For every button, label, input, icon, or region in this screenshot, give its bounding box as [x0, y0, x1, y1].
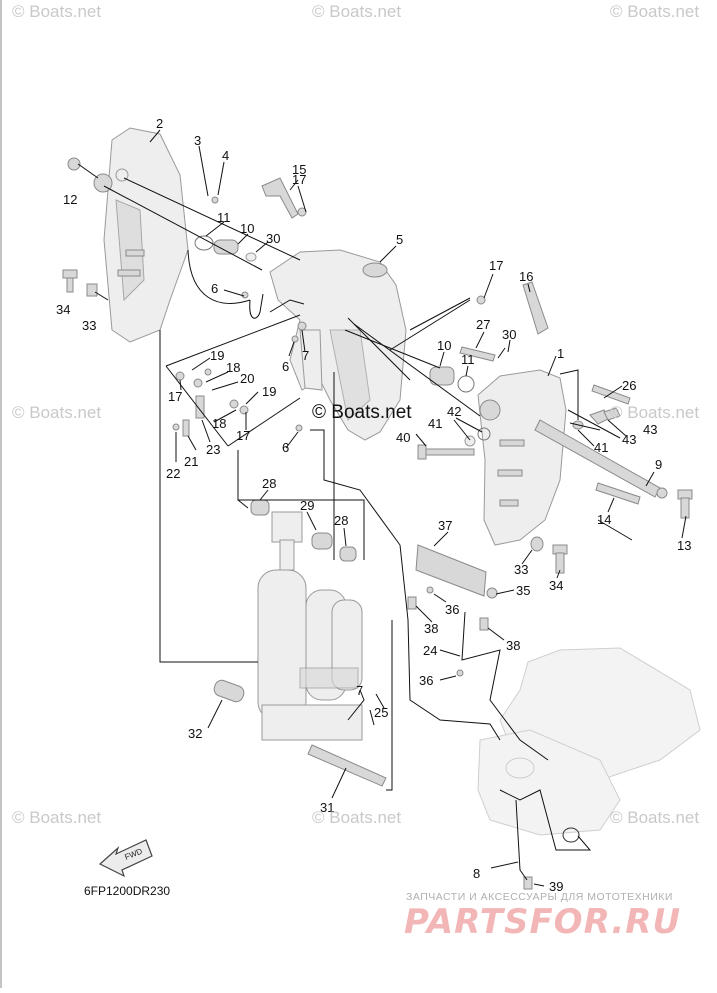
watermark: © Boats.net: [610, 808, 700, 827]
label-6a: 6: [211, 281, 218, 296]
label-10a: 10: [240, 221, 254, 236]
label-2: 2: [156, 116, 163, 131]
watermark: © Boats.net: [610, 2, 700, 21]
label-30a: 30: [266, 231, 280, 246]
label-33a: 33: [82, 318, 96, 333]
label-35: 35: [516, 583, 530, 598]
label-43a: 43: [643, 422, 657, 437]
label-23: 23: [206, 442, 220, 457]
label-12: 12: [63, 192, 77, 207]
label-7a: 7: [302, 348, 309, 363]
label-25: 25: [374, 705, 388, 720]
label-34b: 34: [549, 578, 563, 593]
lower-housing-ghost: [477, 647, 701, 836]
label-20: 20: [240, 371, 254, 386]
label-17a: 17: [292, 172, 306, 187]
label-5: 5: [396, 232, 403, 247]
fwd-arrow-icon: FWD: [98, 839, 153, 878]
watermark: © Boats.net: [312, 808, 402, 827]
label-13: 13: [677, 538, 691, 553]
label-22: 22: [166, 466, 180, 481]
label-4: 4: [222, 148, 229, 163]
label-27: 27: [476, 317, 490, 332]
label-39: 39: [549, 879, 563, 894]
label-17d: 17: [236, 428, 250, 443]
label-6c: 6: [282, 440, 289, 455]
label-10b: 10: [437, 338, 451, 353]
label-30b: 30: [502, 327, 516, 342]
label-42: 42: [447, 404, 461, 419]
label-43b: 43: [622, 432, 636, 447]
watermark: © Boats.net: [12, 403, 102, 422]
small-parts: [62, 157, 693, 890]
watermark: © Boats.net: [12, 2, 102, 21]
label-36a: 36: [445, 602, 459, 617]
promo-tagline: ЗАПЧАСТИ И АКСЕССУАРЫ ДЛЯ МОТОТЕХНИКИ: [406, 891, 673, 903]
watermark-center: © Boats.net: [312, 402, 412, 423]
label-18b: 18: [212, 416, 226, 431]
label-41a: 41: [428, 416, 442, 431]
label-38b: 38: [506, 638, 520, 653]
label-28b: 28: [334, 513, 348, 528]
label-11a: 11: [217, 210, 231, 225]
label-17c: 17: [168, 389, 182, 404]
label-7b: 7: [356, 683, 363, 698]
label-37: 37: [438, 518, 452, 533]
label-15: 15: [292, 162, 306, 177]
label-19a: 19: [210, 348, 224, 363]
swivel-bracket: [269, 249, 407, 441]
diagram-code: 6FP1200DR230: [84, 884, 171, 898]
label-14: 14: [597, 512, 611, 527]
label-16: 16: [519, 269, 533, 284]
promo-logo: PARTSFOR.RU: [404, 902, 682, 942]
assembly-guide-lines: [77, 163, 633, 881]
label-33b: 33: [514, 562, 528, 577]
label-41b: 41: [594, 440, 608, 455]
label-21: 21: [184, 454, 198, 469]
watermark: © Boats.net: [312, 2, 402, 21]
label-40: 40: [396, 430, 410, 445]
label-9: 9: [655, 457, 662, 472]
label-36b: 36: [419, 673, 433, 688]
watermark: © Boats.net: [610, 403, 700, 422]
label-24: 24: [423, 643, 437, 658]
label-17b: 17: [489, 258, 503, 273]
clamp-bracket-left: [93, 127, 189, 343]
label-11b: 11: [461, 352, 475, 367]
watermark: © Boats.net: [12, 808, 102, 827]
label-3: 3: [194, 133, 201, 148]
label-8: 8: [473, 866, 480, 881]
label-28a: 28: [262, 476, 276, 491]
label-6b: 6: [282, 359, 289, 374]
leader-lines: [149, 129, 687, 887]
label-31: 31: [320, 800, 334, 815]
clamp-bracket-right: [477, 369, 567, 546]
label-34a: 34: [56, 302, 70, 317]
label-32: 32: [188, 726, 202, 741]
label-19b: 19: [262, 384, 276, 399]
part-labels: 1 2 3 4 5 6 6 6 7 7 8 9 10 10 11 11 12 1…: [56, 116, 691, 894]
label-1: 1: [557, 346, 564, 361]
label-26: 26: [622, 378, 636, 393]
tilt-trim-unit: [257, 511, 363, 741]
label-38a: 38: [424, 621, 438, 636]
label-18a: 18: [226, 360, 240, 375]
label-29: 29: [300, 498, 314, 513]
